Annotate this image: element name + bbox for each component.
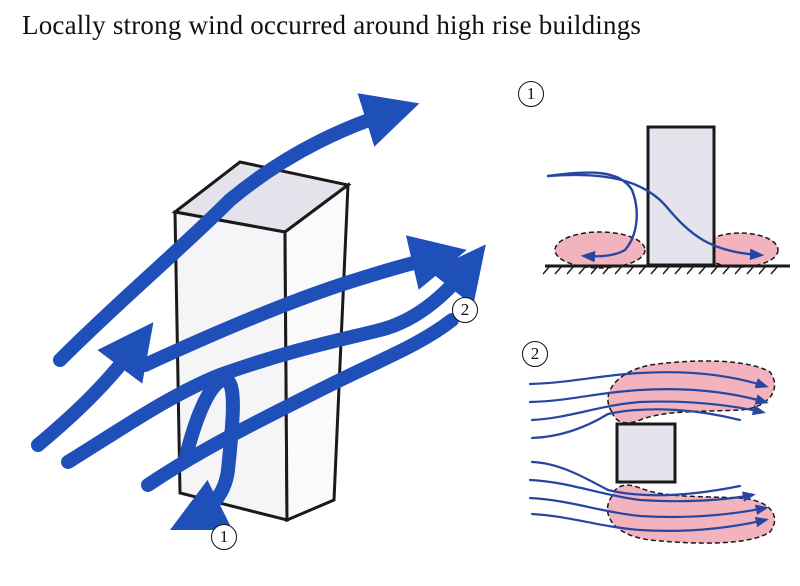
flow-line [530,460,742,497]
flow-line [546,171,638,263]
building-plan-section [615,422,677,484]
building-side-section [646,125,716,267]
flow-line [530,400,766,422]
flow-line [528,388,769,405]
downdraft-arrow [169,372,240,531]
wind-arrows [31,93,486,531]
wind-arrow [61,244,486,469]
marker-one-side-view: 1 [518,81,544,107]
marker-two-building: 2 [452,297,478,323]
wind-arrow [141,313,459,492]
side-view-diagram [542,125,790,275]
marker-two-plan-view: 2 [522,341,548,367]
wind-arrow [31,322,154,452]
flow-line [546,173,765,261]
flow-line [528,496,769,519]
plan-view-diagram [528,360,776,544]
flow-line [528,371,769,389]
flow-line [530,512,769,532]
flow-line [530,408,742,440]
high-wind-zone [554,231,646,269]
wind-arrow [53,93,420,367]
ground-hatch [542,265,779,275]
page-title: Locally strong wind occurred around high… [22,10,642,40]
wind-arrow [138,235,467,372]
marker-one-building: 1 [211,524,237,550]
high-wind-zone [607,360,776,424]
flow-line [528,478,756,503]
